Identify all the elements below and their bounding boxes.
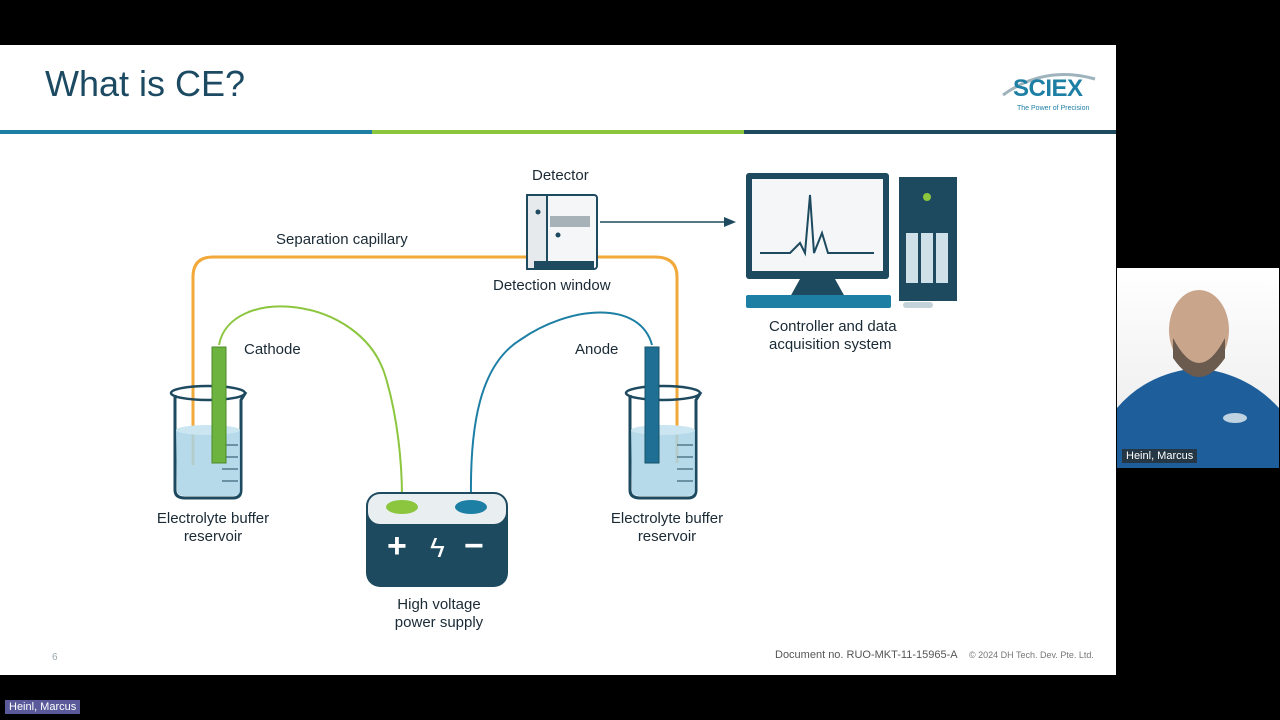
document-number: Document no. RUO-MKT-11-15965-A [775,649,958,661]
right-buffer-reservoir [624,384,703,500]
anode-wire [469,311,653,498]
controller-label-line1: Controller and data [769,318,897,335]
title-rule-green [372,130,744,134]
right-reservoir-label: Electrolyte buffer reservoir [600,510,734,546]
left-reservoir-label-line1: Electrolyte buffer [156,510,270,527]
anode-electrode [644,346,660,464]
webcam-participant-name: Heinl, Marcus [1122,449,1198,463]
logo-wordmark: SCIEX [1013,75,1083,102]
separation-capillary [191,255,679,465]
participant-video-tile[interactable]: Heinl, Marcus [1117,268,1279,468]
separation-capillary-label: Separation capillary [276,231,408,248]
anode-label: Anode [575,341,619,358]
detector-label: Detector [532,167,589,184]
ce-diagram [169,173,957,587]
title-rule-navy [744,130,1116,134]
sciex-logo: SCIEX The Power of Precision [995,65,1105,117]
cathode-electrode [211,346,227,464]
presenter-silhouette [1117,290,1279,468]
arrowhead [724,217,736,227]
detection-window-label: Detection window [493,277,611,294]
power-supply-label-line1: High voltage [397,596,481,613]
high-voltage-power-supply [366,492,508,587]
logo-swoosh [1002,73,1096,97]
controller-label-line2: acquisition system [769,336,892,353]
bottom-participant-name: Heinl, Marcus [5,700,81,714]
plus-symbol: + [387,527,407,565]
logo-tagline: The Power of Precision [1017,105,1090,112]
presentation-slide: What is CE? SCIEX The Power of Precision [0,45,1116,675]
controller-computer [746,173,957,308]
detector-unit [526,194,598,270]
minus-symbol: − [464,527,484,565]
power-supply-label-line2: power supply [394,614,484,631]
cathode-label: Cathode [244,341,301,358]
slide-title: What is CE? [45,63,246,104]
left-reservoir-label-line2: reservoir [183,528,243,545]
left-buffer-reservoir [169,384,248,500]
right-reservoir-label-line2: reservoir [637,528,697,545]
power-supply-label: High voltage power supply [374,596,504,632]
controller-label: Controller and data acquisition system [769,318,897,354]
left-reservoir-label: Electrolyte buffer reservoir [146,510,280,546]
lightning-icon: ϟ [430,532,445,563]
title-rule-blue [0,130,372,134]
page-number: 6 [52,652,58,663]
right-reservoir-label-line1: Electrolyte buffer [610,510,724,527]
copyright: © 2024 DH Tech. Dev. Pte. Ltd. [969,650,1094,660]
cathode-wire [218,305,403,498]
